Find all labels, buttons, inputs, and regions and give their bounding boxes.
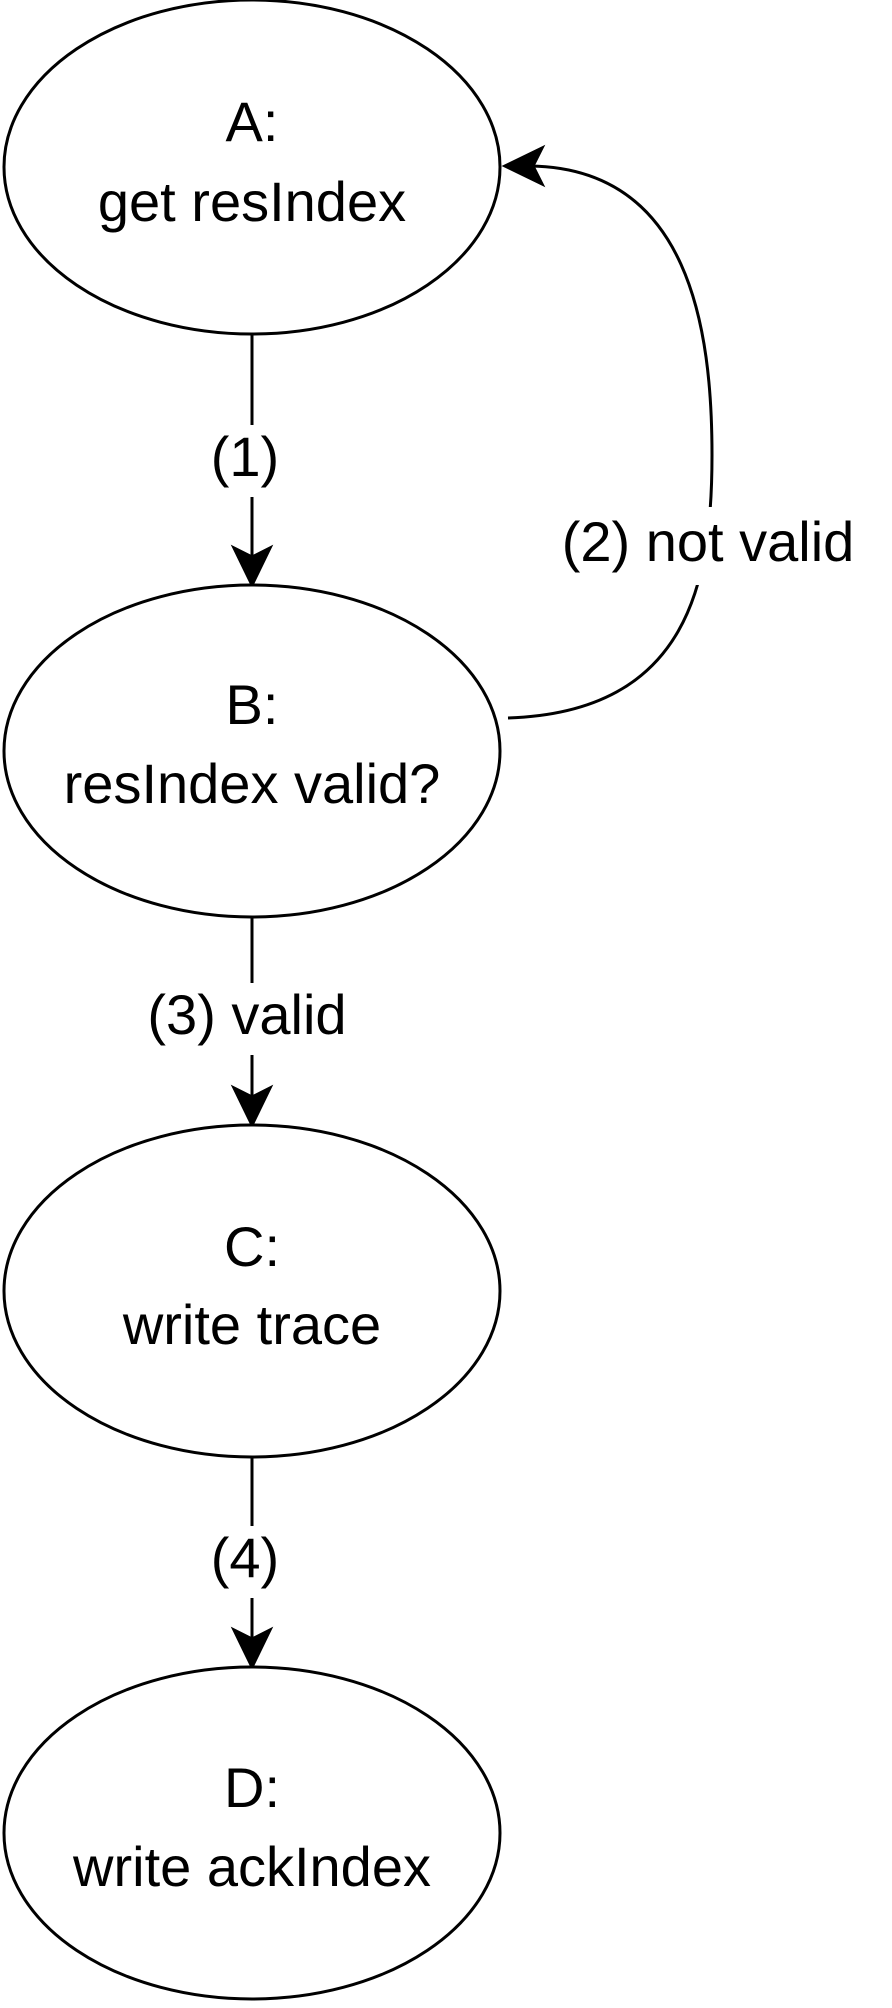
edge-a-to-b-label: (1) [211, 425, 279, 488]
edge-b-to-a-line [507, 164, 714, 720]
edge-a-to-b-label-bg [200, 425, 304, 497]
edge-c-to-d-label: (4) [211, 1526, 279, 1589]
node-d-line2: write ackIndex [72, 1835, 431, 1898]
edge-b-to-a-label: (2) not valid [562, 510, 855, 573]
node-a: A: get resIndex [2, 0, 502, 336]
node-d: D: write ackIndex [2, 1665, 502, 2001]
edge-c-to-d-arrow [230, 1626, 274, 1671]
node-c: C: write trace [2, 1123, 502, 1459]
edge-c-to-d: (4) [200, 1457, 304, 1671]
edge-b-to-c: (3) valid [126, 917, 376, 1129]
node-a-line1: A: [226, 90, 279, 153]
edge-b-to-c-label: (3) valid [147, 983, 346, 1046]
edge-c-to-d-label-bg [200, 1526, 304, 1598]
edge-b-to-a-arrow [501, 144, 546, 188]
node-c-line2: write trace [122, 1293, 381, 1356]
node-d-ellipse [2, 1665, 502, 2001]
edge-b-to-c-arrow [230, 1084, 274, 1129]
node-b-line1: B: [226, 673, 279, 736]
node-b: B: resIndex valid? [2, 583, 502, 919]
node-b-line2: resIndex valid? [64, 752, 441, 815]
edge-a-to-b: (1) [200, 334, 304, 589]
node-a-line2: get resIndex [98, 170, 406, 233]
node-d-line1: D: [224, 1756, 280, 1819]
node-c-ellipse [2, 1123, 502, 1459]
node-a-ellipse [2, 0, 502, 336]
edge-b-to-a-label-bg [532, 507, 884, 585]
edge-a-to-b-arrow [230, 544, 274, 589]
edge-b-to-c-label-bg [126, 983, 376, 1055]
edge-b-to-a: (2) not valid [501, 144, 884, 720]
node-b-ellipse [2, 583, 502, 919]
node-c-line1: C: [224, 1215, 280, 1278]
